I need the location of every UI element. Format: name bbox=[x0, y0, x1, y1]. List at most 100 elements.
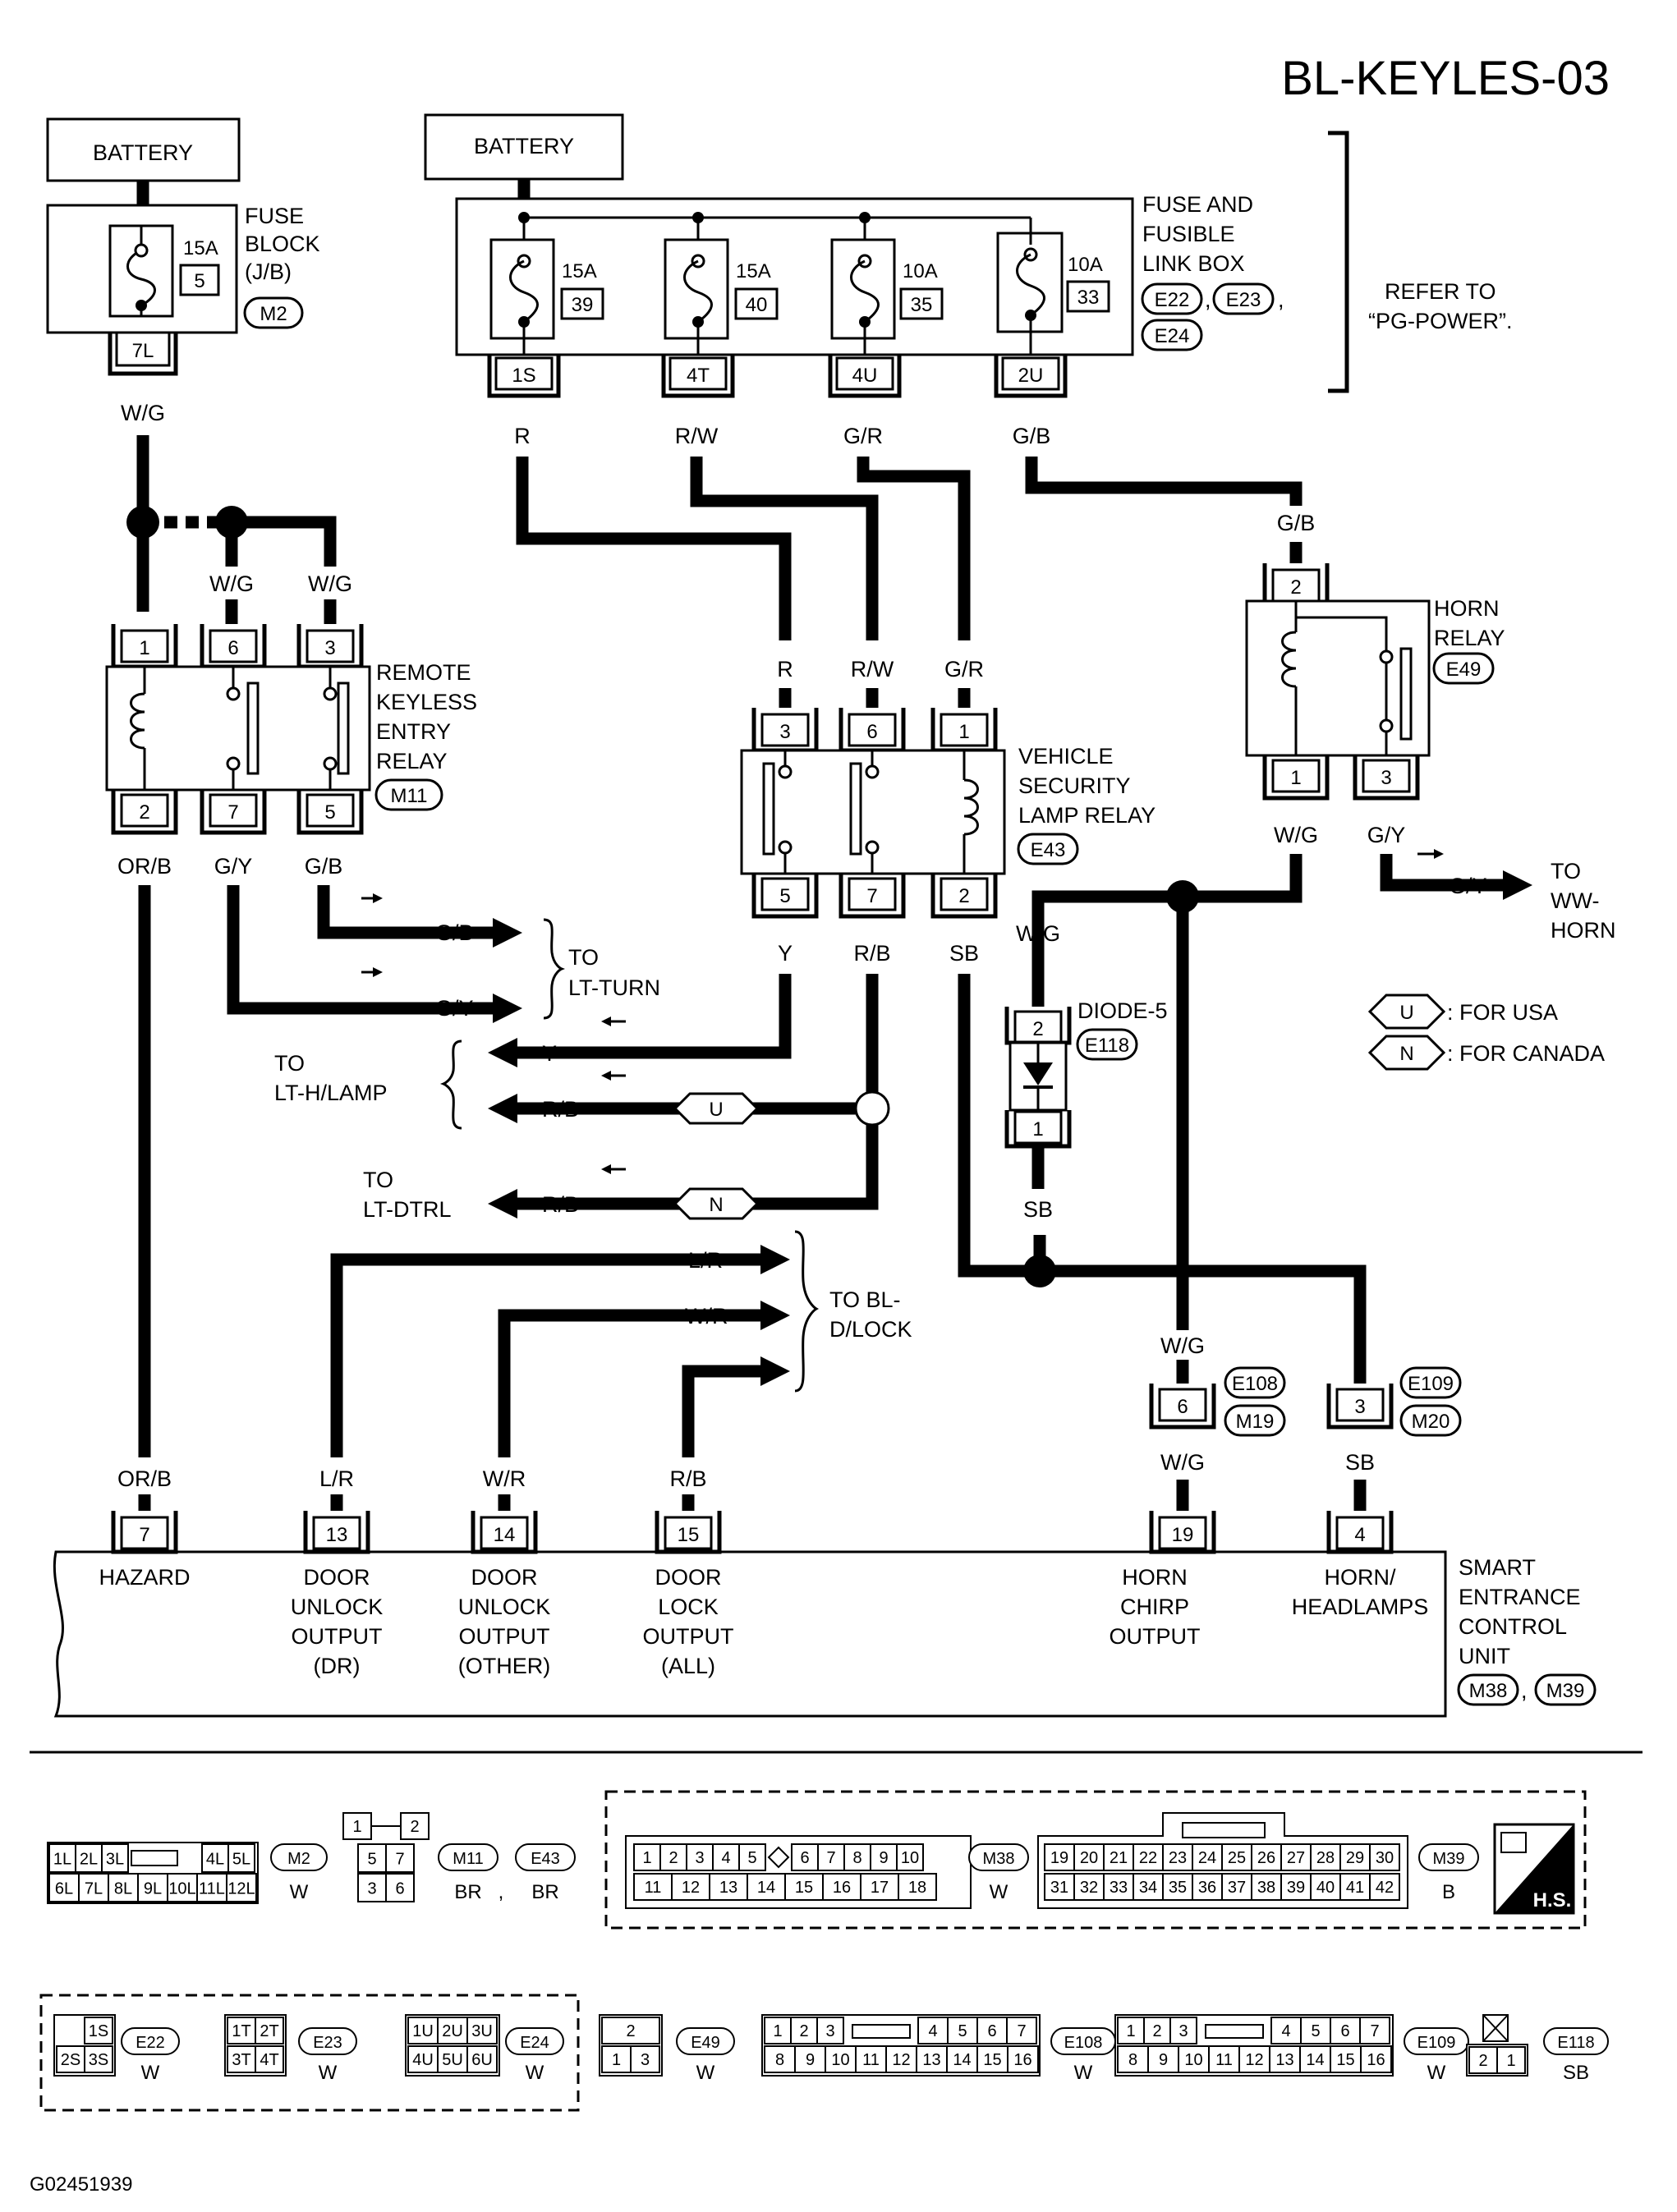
secu-name-3: CONTROL bbox=[1459, 1614, 1567, 1639]
e24-pin: 3U bbox=[471, 2022, 493, 2040]
fuse-block-label-2: BLOCK bbox=[245, 232, 320, 256]
secu-conn-2: M39 bbox=[1546, 1680, 1585, 1702]
fuse-link-box-conn-1: E22 bbox=[1155, 289, 1190, 311]
m2-pin: 12L bbox=[227, 1879, 255, 1898]
m38-pin: 6 bbox=[800, 1849, 809, 1867]
midconn-2-bottom-wire: SB bbox=[1345, 1450, 1375, 1475]
m38-pin: 2 bbox=[669, 1849, 678, 1867]
e24-pin: 6U bbox=[471, 2051, 493, 2069]
m38-color: W bbox=[990, 1881, 1008, 1903]
m39-pin: 20 bbox=[1080, 1849, 1098, 1867]
keyless-label-2: KEYLESS bbox=[376, 690, 477, 714]
secu-label-3-2: UNLOCK bbox=[458, 1595, 551, 1619]
m39-color: B bbox=[1442, 1881, 1455, 1903]
security-top-pin-2: 6 bbox=[866, 721, 877, 743]
m39-pin: 31 bbox=[1050, 1879, 1068, 1897]
e22-pin: 1S bbox=[89, 2022, 108, 2040]
security-label-1: VEHICLE bbox=[1018, 744, 1114, 769]
e108-name: E108 bbox=[1064, 2034, 1103, 2052]
ww-horn-label-1: TO bbox=[1551, 859, 1581, 883]
lt-hlamp-label-2: LT-H/LAMP bbox=[274, 1081, 388, 1105]
secu-wire-2: L/R bbox=[319, 1466, 354, 1491]
m11-name: M11 bbox=[453, 1850, 483, 1868]
m39-pin: 26 bbox=[1257, 1849, 1275, 1867]
security-top-wire-3: G/R bbox=[944, 657, 984, 681]
m39-pin: 32 bbox=[1080, 1879, 1098, 1897]
m39-pin: 28 bbox=[1316, 1849, 1335, 1867]
security-top-wire-1: R bbox=[777, 657, 793, 681]
m38-pin: 8 bbox=[852, 1849, 861, 1867]
secu-pin-5: 19 bbox=[1172, 1524, 1194, 1546]
lt-turn-wire-1: G/B bbox=[435, 920, 474, 945]
m38-pin: 18 bbox=[908, 1879, 926, 1897]
diode-pin-2: 1 bbox=[1032, 1118, 1043, 1140]
legend-canada-sym: N bbox=[1399, 1043, 1413, 1065]
m2-pin: 3L bbox=[106, 1850, 124, 1868]
security-label-2: SECURITY bbox=[1018, 773, 1131, 798]
e108-pin: 6 bbox=[987, 2022, 996, 2040]
lt-dtrl-wire: R/B bbox=[542, 1192, 579, 1217]
e109-pin: 5 bbox=[1311, 2022, 1320, 2040]
usa-tag: U bbox=[673, 1092, 760, 1125]
secu-label-3-4: (OTHER) bbox=[458, 1654, 550, 1678]
m38-pin: 12 bbox=[682, 1879, 700, 1897]
keyless-conn: M11 bbox=[391, 785, 428, 807]
e22-name: E22 bbox=[136, 2034, 165, 2052]
e108-pin: 1 bbox=[773, 2022, 782, 2040]
fuse-link-box: 15A 39 15A 40 10A 35 10A 33 1S bbox=[455, 192, 1284, 398]
midconn-2-conn-2: M20 bbox=[1412, 1411, 1450, 1433]
canada-tag: N bbox=[673, 1187, 760, 1220]
secu-name-2: ENTRANCE bbox=[1459, 1585, 1581, 1609]
m39-pin: 29 bbox=[1346, 1849, 1364, 1867]
e118-pin: 2 bbox=[1478, 2052, 1487, 2070]
m39-pin: 42 bbox=[1376, 1879, 1394, 1897]
m11-sep: , bbox=[499, 1881, 504, 1903]
m38-pin: 5 bbox=[747, 1849, 756, 1867]
legend-canada-text: : FOR CANADA bbox=[1447, 1041, 1605, 1066]
midconn-2-conn-1: E109 bbox=[1408, 1373, 1454, 1395]
midconn-1-pin: 6 bbox=[1177, 1396, 1188, 1418]
m39-pin: 30 bbox=[1376, 1849, 1394, 1867]
m39-pin: 27 bbox=[1287, 1849, 1305, 1867]
e49-name: E49 bbox=[691, 2034, 720, 2052]
secu-label-3-3: OUTPUT bbox=[459, 1624, 550, 1649]
keyless-bottom-pin-3: 5 bbox=[324, 801, 335, 824]
e109-pin: 1 bbox=[1126, 2022, 1135, 2040]
fuse-link-box-sep-2: , bbox=[1278, 287, 1284, 312]
e108-pin: 7 bbox=[1017, 2022, 1026, 2040]
e108-pin: 9 bbox=[806, 2051, 815, 2069]
e49-pin: 1 bbox=[612, 2051, 621, 2069]
e118-name: E118 bbox=[1557, 2034, 1594, 2052]
bl-dlock-wire-1: L/R bbox=[688, 1248, 723, 1273]
m39-pin: 37 bbox=[1228, 1879, 1246, 1897]
m39-pin: 23 bbox=[1169, 1849, 1187, 1867]
battery-left: BATTERY bbox=[46, 117, 241, 182]
security-conn: E43 bbox=[1031, 839, 1066, 861]
fuse-33-pin: 2U bbox=[1018, 365, 1044, 387]
m39-pin: 39 bbox=[1287, 1879, 1305, 1897]
secu-pin-2: 13 bbox=[326, 1524, 348, 1546]
fuse-block-pin: 7L bbox=[132, 340, 154, 362]
e108-pin: 13 bbox=[922, 2051, 940, 2069]
midconn-1-conn-1: E108 bbox=[1232, 1373, 1278, 1395]
e23-color: W bbox=[319, 2062, 338, 2084]
e109-name: E109 bbox=[1417, 2034, 1456, 2052]
e118-color: SB bbox=[1563, 2062, 1589, 2084]
secu-label-hazard: HAZARD bbox=[99, 1565, 190, 1590]
fuse-33-wire: G/B bbox=[1013, 424, 1051, 448]
connector-e109-m20: 3 E109 M20 bbox=[1326, 1366, 1462, 1437]
m38-pin: 16 bbox=[833, 1879, 851, 1897]
diode-conn: E118 bbox=[1085, 1035, 1129, 1057]
secu-label-6-2: HEADLAMPS bbox=[1292, 1595, 1429, 1619]
m39-pin: 40 bbox=[1316, 1879, 1335, 1897]
e49-pin: 2 bbox=[626, 2022, 635, 2040]
m2-pin: 11L bbox=[199, 1879, 225, 1898]
m11-color: BR bbox=[454, 1881, 481, 1903]
secu-label-4-3: OUTPUT bbox=[643, 1624, 734, 1649]
lt-hlamp-wire-1: Y bbox=[542, 1041, 557, 1066]
e108-pin: 4 bbox=[928, 2022, 937, 2040]
secu-pin-4: 15 bbox=[678, 1524, 700, 1546]
e24-pin: 1U bbox=[412, 2022, 434, 2040]
